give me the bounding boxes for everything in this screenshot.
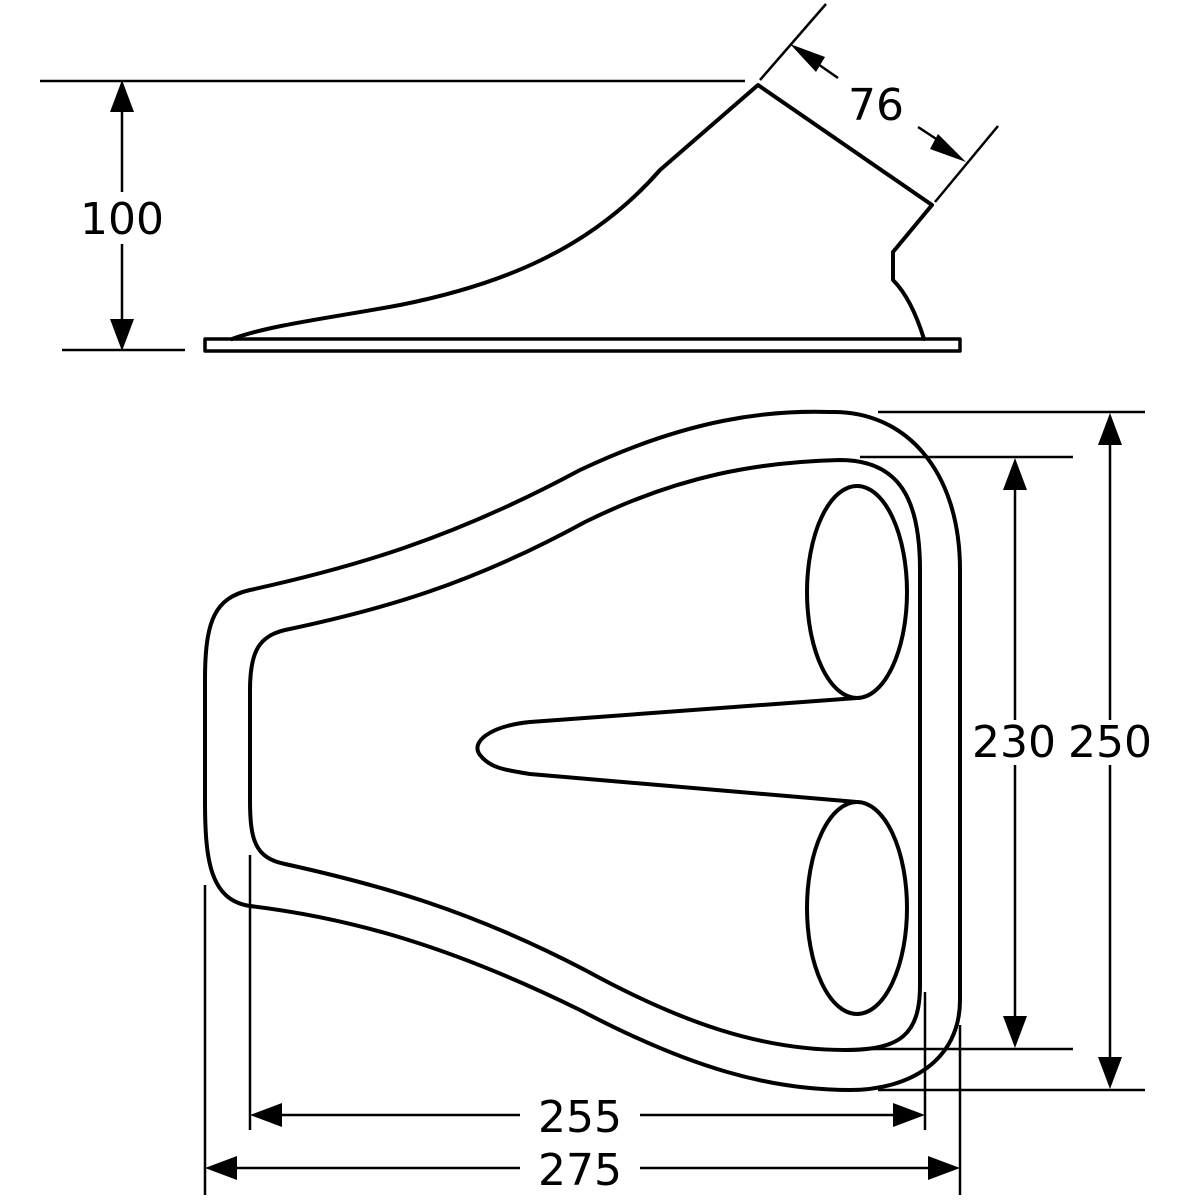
arrow-down [1003, 1016, 1027, 1048]
dimension-label-outer-length: 275 [538, 1145, 622, 1196]
arrow-right [928, 1156, 960, 1180]
arrow-down [110, 319, 134, 351]
arrow-left [250, 1103, 282, 1127]
label-background [78, 192, 166, 244]
dimension-inner-width: 230 [860, 455, 1073, 1051]
dimension-outer-length: 275 [203, 885, 962, 1196]
top-view [203, 409, 962, 1092]
dimension-label-outer-width: 250 [1068, 717, 1152, 768]
arrow-upper [790, 44, 825, 72]
top-view-upper-outlet [805, 484, 909, 700]
dimension-label-inner-length: 255 [538, 1092, 622, 1143]
arrow-lower [930, 134, 966, 162]
side-view [203, 83, 962, 353]
top-view-splitter [475, 696, 859, 804]
extension-line-lower [934, 125, 999, 203]
arrow-left [205, 1156, 237, 1180]
top-view-lower-outlet [805, 800, 909, 1016]
arrow-up [1098, 413, 1122, 445]
top-view-inner-body [248, 458, 922, 1052]
dimension-label-inner-width: 230 [972, 717, 1056, 768]
dimension-label-outlet-length: 76 [848, 80, 904, 131]
dimension-outer-width: 250 [878, 410, 1152, 1092]
extension-line-upper [759, 3, 827, 81]
dimension-outlet-length: 76 [759, 3, 999, 203]
dimension-inner-length: 255 [248, 855, 927, 1143]
side-view-body-profile [230, 83, 934, 341]
dimension-label-side-height: 100 [80, 194, 164, 245]
arrow-right [893, 1103, 925, 1127]
arrow-down [1098, 1057, 1122, 1089]
arrow-up [110, 80, 134, 112]
arrow-up [1003, 458, 1027, 490]
side-view-base-plate [203, 337, 962, 353]
top-view-outer-flange [203, 409, 962, 1092]
dimension-side-height: 100 [40, 79, 745, 352]
